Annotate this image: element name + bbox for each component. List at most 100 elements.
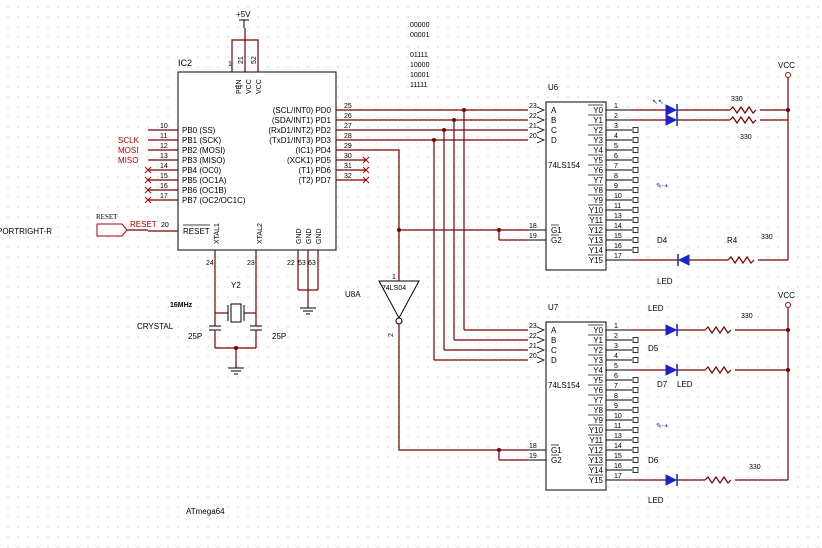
decoder-output-num: 7 [614, 163, 618, 170]
d6-ref: D6 [648, 456, 659, 465]
ic2-right-pin-name: (XCK1) PD5 [287, 156, 332, 165]
crystal-name: CRYSTAL [137, 322, 174, 331]
decoder-output-name: Y7 [593, 176, 603, 185]
decoder-output-num: 8 [614, 393, 618, 400]
decoder-ref: U7 [548, 303, 559, 312]
decoder-input-name: B [551, 116, 556, 125]
net-label-reset: RESET [130, 220, 157, 229]
decoder-output-name: Y2 [593, 346, 603, 355]
decoder-input-name: A [551, 106, 557, 115]
decoder-input-num: 23 [529, 103, 537, 110]
unconnected-pin [632, 207, 639, 213]
decoder-enable-name: G2 [551, 456, 562, 465]
decoder-output-num: 1 [614, 323, 618, 330]
ic2-reset-pin-num: 20 [161, 222, 169, 229]
ic2-right-pin-num: 29 [344, 143, 352, 150]
binary-code: 01111 [410, 52, 428, 59]
decoder-output-num: 16 [614, 463, 622, 470]
led-array-top[interactable]: VCC ↖↖ 330 330 ✎⇢ D4 LED R4 330 [640, 61, 795, 286]
unconnected-pin [632, 237, 639, 243]
inverter-pin-out: 2 [388, 333, 395, 337]
decoder-ref: U6 [548, 83, 559, 92]
ic2-right-pin-name: (T2) PD7 [299, 176, 332, 185]
inverter-u8a[interactable]: U8A 74LS04 1 2 [345, 274, 420, 337]
decoder-output-num: 4 [614, 353, 618, 360]
reset-port-label: RESET [96, 213, 118, 221]
reset-port[interactable]: RESET PORTRIGHT-R [0, 213, 148, 237]
decoder-part: 74LS154 [548, 161, 581, 170]
r4-ref: R4 [727, 236, 738, 245]
decoder-output-num: 11 [614, 423, 621, 430]
decoder-body[interactable] [545, 101, 607, 271]
no-connect-icon [144, 176, 152, 184]
ic2-right-pin-name: (IC1) PD4 [295, 146, 331, 155]
d4-type: LED [657, 277, 673, 286]
decoder-output-num: 17 [614, 473, 622, 480]
unconnected-pin [632, 457, 639, 463]
d4-ref: D4 [657, 236, 668, 245]
ic2-body[interactable] [177, 71, 337, 251]
decoder-enable-num: 19 [529, 453, 537, 460]
ic2-ref: IC2 [178, 58, 192, 68]
led-array-bottom[interactable]: VCC LED 330 D5 D7 LED ✎⇢ D6 LED 330 [640, 291, 795, 505]
ic2-top-pin-num: 52 [251, 56, 258, 64]
decoder-output-num: 6 [614, 153, 618, 160]
unconnected-pin [632, 417, 639, 423]
decoder-output-num: 10 [614, 413, 622, 420]
ic2-right-pin-name: (SDA/INT1) PD1 [272, 116, 332, 125]
ic2-left-pin-num: 17 [160, 193, 168, 200]
net-label: MOSI [118, 146, 138, 155]
decoder-output-name: Y5 [593, 376, 603, 385]
decoder-output-name: Y14 [589, 246, 604, 255]
decoder-output-name: Y15 [589, 256, 604, 265]
unconnected-pin [632, 157, 639, 163]
decoder-output-name: Y11 [589, 216, 603, 225]
crystal-y2[interactable]: 16MHz Y2 CRYSTAL 25P 25P [137, 281, 286, 375]
ic2-part: ATmega64 [186, 507, 225, 516]
unconnected-pin [632, 177, 639, 183]
unconnected-pin [632, 147, 639, 153]
unconnected-pin [632, 337, 639, 343]
decoder-enable-name: G1 [551, 446, 562, 455]
decoder-output-num: 15 [614, 453, 622, 460]
r-value: 330 [740, 134, 752, 141]
unconnected-pin [632, 187, 639, 193]
ic2-top-pin-num: 1 [228, 61, 232, 68]
net-label: MISO [118, 156, 138, 165]
d5-ref: D5 [648, 344, 659, 353]
decoder-input-num: 23 [529, 323, 537, 330]
binary-code: 10000 [410, 62, 430, 69]
decoder-part: 74LS154 [548, 381, 581, 390]
power-5v: +5V [231, 10, 259, 72]
ic2-bottom-pin-num: 22 [287, 260, 295, 267]
unconnected-pin [632, 377, 639, 383]
ic2-left-pin-num: 12 [160, 143, 168, 150]
ic2-bottom-pin-num: 24 [206, 260, 214, 267]
d7-ref: D7 [657, 380, 668, 389]
decoder-output-name: Y13 [589, 236, 604, 245]
ic2-bottom-pin-label: XTAL1 [214, 223, 221, 244]
decoder-output-num: 16 [614, 243, 622, 250]
decoder-body[interactable] [545, 321, 607, 491]
no-connect-icon [362, 176, 370, 184]
unconnected-pin [632, 437, 639, 443]
vcc-label-top: VCC [778, 61, 795, 70]
ic2-right-pin-num: 26 [344, 113, 352, 120]
ic2-reset-pin-name: RESET [183, 227, 210, 236]
decoder-output-name: Y10 [589, 206, 604, 215]
ic2-left-pin-name: PB5 (OC1A) [182, 176, 227, 185]
decoder-output-name: Y12 [589, 446, 604, 455]
decoder-output-name: Y3 [593, 356, 603, 365]
ic2-right-pin-num: 28 [344, 133, 352, 140]
ic2-bottom-pin-num: 53 [298, 260, 306, 267]
decoder-output-name: Y3 [593, 136, 603, 145]
decoder-input-num: 22 [529, 333, 537, 340]
ic2-left-pin-num: 10 [160, 123, 168, 130]
r-value: 330 [731, 96, 743, 103]
ic2-bottom-pin-num: 63 [308, 260, 316, 267]
decoder-output-num: 13 [614, 213, 622, 220]
